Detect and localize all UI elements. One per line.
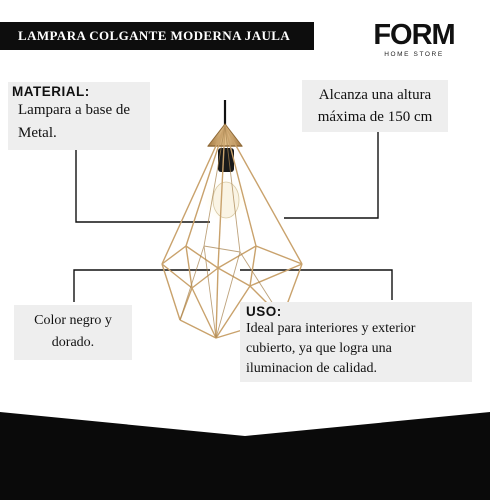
product-title: LAMPARA COLGANTE MODERNA JAULA (18, 28, 291, 43)
brand-name: FORM (373, 19, 455, 51)
material-line-2: Metal. (18, 125, 57, 141)
usage-line-1: Ideal para interiores y exterior (246, 321, 416, 336)
height-line-1: Alcanza una altura (318, 87, 432, 103)
footer-wedge (0, 412, 490, 500)
brand-tagline: HOME STORE (384, 51, 444, 58)
height-line-2: máxima de 150 cm (317, 109, 433, 125)
usage-line-3: iluminacion de calidad. (246, 361, 378, 376)
brand-logo: FORM HOME STORE (372, 20, 456, 58)
usage-heading: USO: (246, 304, 282, 319)
material-line-1: Lampara a base de (18, 102, 131, 118)
usage-callout: USO: Ideal para interiores y exterior cu… (240, 302, 472, 382)
title-banner: LAMPARA COLGANTE MODERNA JAULA (0, 22, 314, 50)
color-line-1: Color negro y (34, 313, 112, 328)
usage-line-2: cubierto, ya que logra una (246, 341, 392, 356)
height-callout: Alcanza una altura máxima de 150 cm (302, 80, 448, 132)
material-heading: MATERIAL: (12, 84, 90, 99)
cage-lamp-image (161, 100, 303, 339)
material-callout: MATERIAL: Lampara a base de Metal. (8, 82, 150, 150)
color-callout: Color negro y dorado. (14, 305, 132, 360)
color-line-2: dorado. (51, 335, 95, 350)
